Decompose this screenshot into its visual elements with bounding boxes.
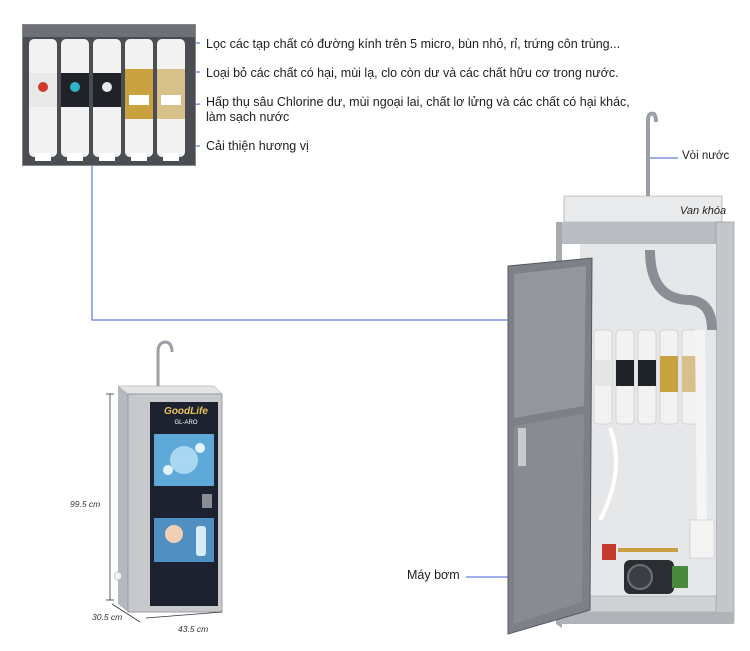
brand-logo: GoodLife: [156, 406, 216, 417]
faucet-large: [646, 111, 658, 218]
pump: [602, 544, 688, 594]
label-faucet: Vòi nước: [682, 150, 730, 162]
faucet-small: [156, 340, 174, 388]
dimension-depth: 30.5 cm: [92, 612, 123, 622]
cartridge-2: [61, 39, 89, 157]
brand-logo-text: GoodLife: [164, 406, 208, 417]
dimension-height: 99.5 cm: [70, 499, 101, 509]
annotation-filter-3-line2: làm sạch nước: [206, 110, 290, 124]
filter-inset-photo: [22, 24, 196, 166]
annotation-filter-3-line1: Hấp thụ sâu Chlorine dư, mùi ngoại lai, …: [206, 95, 630, 109]
label-valve: Van khóa: [680, 205, 727, 217]
cartridge-1: [29, 39, 57, 157]
filter-row: [593, 329, 701, 425]
connector-inset-to-filters: [91, 165, 585, 321]
cartridge-4: [125, 39, 153, 157]
label-pump: Máy bơm: [407, 568, 460, 582]
annotation-filter-2: Loại bỏ các chất có hại, mùi lạ, clo còn…: [206, 66, 619, 80]
annotation-filter-1: Lọc các tạp chất có đường kính trên 5 mi…: [206, 37, 621, 51]
annotation-filter-4: Cải thiện hương vị: [206, 139, 309, 153]
cartridge-5: [157, 39, 185, 157]
brand-model: GL-ARO: [174, 420, 198, 426]
filter-cartridges-illustration: [23, 25, 195, 165]
cartridge-3: [93, 39, 121, 157]
dimension-width: 43.5 cm: [178, 624, 209, 634]
